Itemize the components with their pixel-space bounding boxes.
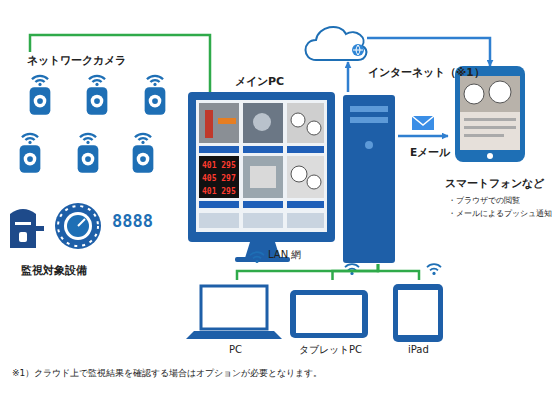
monitor-screen [196,100,327,232]
tank-icon [10,209,36,248]
phone-line [464,118,516,121]
node-label: PC [229,344,242,356]
camera-tile [287,103,324,143]
lan-link [333,264,379,280]
display-reading: 401 295 [202,187,236,196]
network-camera [87,76,108,115]
cloud-shape [306,27,367,60]
monitor-frame [188,92,335,242]
power-button [365,141,373,149]
tile-strip [287,213,324,228]
email-arrow [398,135,448,138]
gauge-face [64,212,92,240]
internet-arrow [347,62,350,92]
ipad-screen [398,290,438,335]
wifi-icon [345,264,359,275]
tile-strip [199,213,239,228]
globe-icon [352,44,364,56]
display-reading: 405 297 [202,174,236,183]
tablet-pc: タブレットPC [285,280,380,360]
gauge-bolts [58,206,98,246]
phone-photo [460,76,520,112]
camera-tile [287,156,324,198]
gauge-picture [291,166,307,182]
ipad-body [393,284,443,342]
tablet-screen [296,295,362,333]
gauge-picture [291,113,305,127]
phone-line [464,134,504,137]
digital-tile [199,156,239,198]
tablet-body [290,290,368,338]
envelope-flap [412,116,434,125]
gauge-flange [55,203,101,249]
drive-slot [350,106,388,112]
camera-tile [243,103,283,143]
tile-strip [243,213,283,228]
camera-group: ネットワークカメラ [15,52,175,180]
wifi-icon [427,264,441,275]
gauge-picture [464,84,484,104]
node-label: ・メールによるプッシュ通知 [448,209,552,218]
gauge-picture [307,121,321,135]
gauge-picture [489,81,511,103]
network-camera [145,76,166,115]
status-bar [243,201,283,208]
envelope-icon [412,116,434,130]
node-label: iPad [408,344,429,356]
gauge-picture [307,175,321,189]
network-camera [30,76,51,115]
footnote: ※1）クラウド上で監視結果を確認する場合はオプションが必要となります。 [12,368,322,378]
tile-object [250,166,276,188]
wifi-icon [250,252,264,263]
gauge-center [67,215,89,237]
globe-lines [353,45,363,55]
pipe-shape [218,118,236,124]
laptop-screen [201,286,267,329]
status-bar [199,201,239,208]
status-bar [287,201,324,208]
cloud-arrow [367,38,490,66]
lan-link [237,264,378,280]
node-label: 監視対象設備 [21,265,87,278]
internet-cloud: インターネット（※1） [303,22,367,62]
tank-valve [19,232,27,242]
laptop-base [186,331,282,339]
phone-screen [460,76,520,150]
digital-display: 8888 [112,212,153,232]
status-bar [243,146,283,153]
status-bar [287,146,324,153]
home-button [487,153,493,159]
node-label: スマートフォンなど [445,178,544,191]
tile-object [253,113,271,131]
laptop-pc: PC [192,280,282,360]
camera-tile [199,103,239,143]
network-label: LAN 網 [268,249,301,261]
lan-link [378,264,419,280]
tank-pipe [36,226,44,231]
node-label: インターネット（※1） [368,66,485,78]
phone-line [464,126,516,129]
pc-tower [343,95,395,263]
edge-label: Eメール [410,146,450,158]
ipad: iPad [388,280,450,360]
network-camera [133,134,154,173]
drive-slot [350,117,388,123]
node-label: タブレットPC [299,344,362,356]
pipe-shape [205,110,213,138]
smartphone: スマートフォンなど・ブラウザでの閲覧・メールによるプッシュ通知 [448,66,553,196]
phone-body [455,66,525,162]
node-label: ネットワークカメラ [27,55,126,68]
tank-band [15,222,31,225]
network-camera [20,134,41,173]
network-camera [78,134,99,173]
equipment-group: 監視対象設備 [5,195,165,280]
node-label: ・ブラウザでの閲覧 [448,196,520,205]
status-bar [199,146,239,153]
gauge-needle [78,219,85,226]
camera-tile [243,156,283,198]
display-reading: 401 295 [202,161,236,170]
node-label: メインPC [235,76,284,89]
